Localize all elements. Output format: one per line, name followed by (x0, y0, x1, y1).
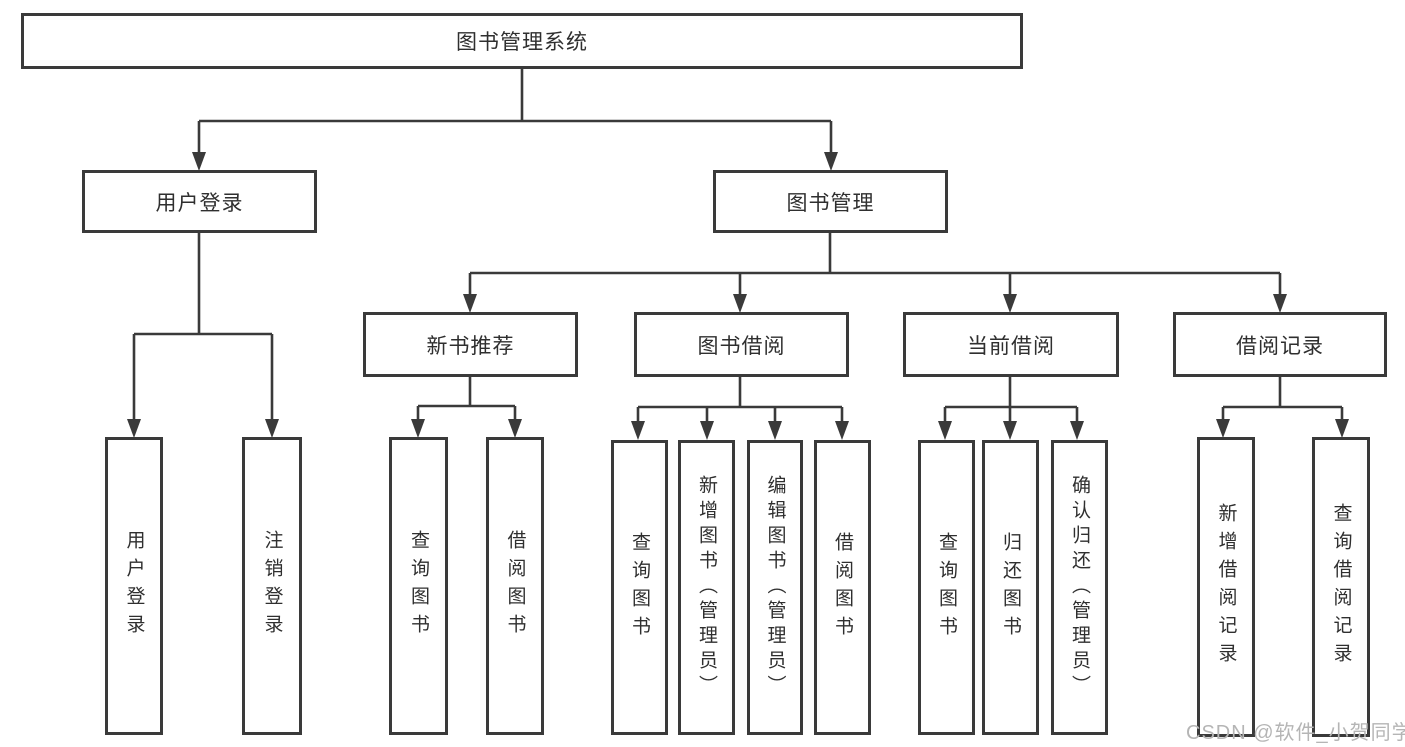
node-new-book-recommend: 新书推荐 (363, 312, 578, 377)
node-root: 图书管理系统 (21, 13, 1023, 69)
node-current-borrow: 当前借阅 (903, 312, 1119, 377)
node-borrow-records: 借阅记录 (1173, 312, 1387, 377)
node-book-borrow: 图书借阅 (634, 312, 849, 377)
leaf-add-borrow-record: 新增借阅记录 (1197, 437, 1255, 737)
leaf-query-books-recommend: 查询图书 (389, 437, 448, 735)
leaf-query-books-borrow: 查询图书 (611, 440, 668, 735)
node-user-login: 用户登录 (82, 170, 317, 233)
leaf-borrow-books-recommend: 借阅图书 (486, 437, 544, 735)
leaf-confirm-return-admin: 确认归还（管理员） (1051, 440, 1108, 735)
leaf-return-book: 归还图书 (982, 440, 1039, 735)
leaf-borrow-books: 借阅图书 (814, 440, 871, 735)
node-book-management: 图书管理 (713, 170, 948, 233)
watermark: CSDN @软件_小贺同学 (1186, 722, 1405, 744)
leaf-user-login: 用户登录 (105, 437, 163, 735)
leaf-query-books-current: 查询图书 (918, 440, 975, 735)
leaf-edit-book-admin: 编辑图书（管理员） (747, 440, 803, 735)
leaf-query-borrow-record: 查询借阅记录 (1312, 437, 1370, 737)
leaf-logout: 注销登录 (242, 437, 302, 735)
leaf-add-book-admin: 新增图书（管理员） (678, 440, 735, 735)
